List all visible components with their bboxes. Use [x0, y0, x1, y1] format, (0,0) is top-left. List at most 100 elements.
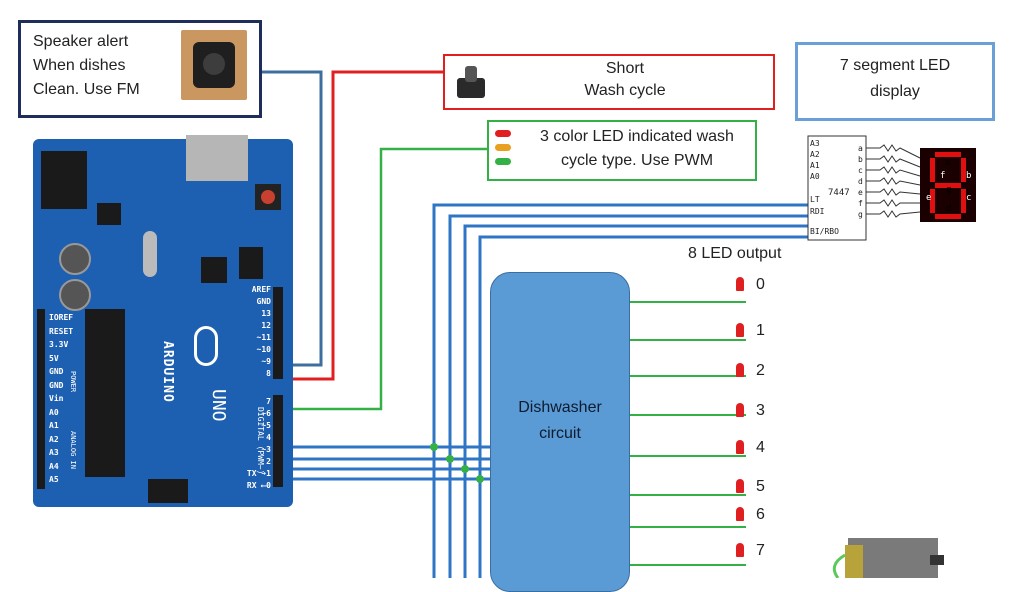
segment-letter: c	[966, 193, 971, 203]
pin-label: ~10	[256, 345, 271, 354]
push-button-icon	[453, 62, 489, 100]
led-output-title: 8 LED output	[688, 245, 782, 262]
right-header-bottom	[273, 395, 283, 487]
icsp-header-top	[239, 247, 263, 279]
decoder-wire-3	[463, 224, 808, 578]
pin-label: TX ➔1	[246, 469, 271, 478]
pin-label: 7	[266, 397, 271, 406]
dishwasher-text-1: Dishwasher	[518, 399, 602, 416]
chip-small	[201, 257, 227, 283]
pin-label: 12	[261, 321, 271, 330]
pin-label: 13	[261, 309, 271, 318]
decoder-output-label: f	[858, 199, 863, 208]
resistor-wire	[866, 210, 921, 218]
speaker-text-2: When dishes	[33, 57, 126, 74]
speaker-alert-box: Speaker alert When dishes Clean. Use FM	[18, 20, 262, 118]
red-led-icon	[495, 130, 511, 137]
right-header-top	[273, 287, 283, 379]
arduino-infinity-icon	[194, 326, 218, 366]
led-label: 1	[756, 322, 765, 339]
decoder-input-label: A2	[810, 150, 820, 159]
rgb-text-2: cycle type. Use PWM	[560, 152, 714, 169]
rgb-led-box: 3 color LED indicated wash cycle type. U…	[487, 120, 757, 181]
red-led-icon	[736, 507, 744, 521]
power-jack	[41, 151, 87, 209]
dishwasher-circuit-block: Dishwasher circuit	[490, 272, 630, 592]
decoder-input-label: A0	[810, 172, 820, 181]
seg-text-2: display	[870, 83, 920, 100]
button-wire	[293, 70, 443, 381]
decoder-input-label: A3	[810, 139, 820, 148]
pin-label: Vin	[49, 394, 64, 403]
resistor-wire	[866, 166, 921, 177]
red-led-icon	[736, 363, 744, 377]
capacitor	[59, 243, 91, 275]
segment-letter: b	[966, 171, 971, 181]
pin-label: A2	[49, 434, 59, 444]
pin-label: 8	[266, 369, 271, 378]
usb-port	[186, 135, 248, 181]
decoder-output-label: a	[858, 144, 863, 153]
pin-label: A1	[49, 421, 59, 430]
pin-label: A0	[49, 407, 59, 417]
decoder-output-label: d	[858, 177, 863, 186]
arduino-board: ARDUINO UNO DIGITAL (PWM~) POWER ANALOG …	[33, 135, 293, 507]
pin-label: RESET	[49, 326, 74, 336]
decoder-output-label: e	[858, 188, 863, 197]
pin-label: AREF	[251, 285, 271, 294]
pin-label: ~5	[261, 421, 271, 430]
motor-image	[832, 538, 944, 578]
pin-label: 5V	[49, 353, 59, 363]
pin-label: ~11	[256, 333, 271, 342]
decoder-wire-1	[432, 203, 808, 578]
resistor-wire	[866, 155, 921, 168]
rgb-led-wire	[293, 147, 487, 411]
uno-text: UNO	[208, 389, 229, 422]
yellow-led-icon	[495, 144, 511, 151]
pin-label: GND	[256, 297, 271, 306]
segment-letter: f	[940, 171, 945, 181]
decoder-input-label: BI/RBO	[810, 227, 839, 236]
decoder-wire-4	[478, 235, 808, 578]
rgb-text-1: 3 color LED indicated wash	[540, 128, 734, 145]
segment-letter: d	[946, 204, 951, 214]
led-output-lines	[630, 301, 746, 566]
arduino-logo-text: ARDUINO	[160, 341, 175, 403]
pin-label: RX ⟵0	[246, 481, 271, 490]
speaker-icon	[181, 30, 247, 100]
decoder-output-label: b	[858, 155, 863, 164]
pin-label: 2	[266, 457, 271, 466]
regulator	[97, 203, 121, 225]
resistor-wire	[866, 199, 920, 207]
red-led-icon	[736, 479, 744, 493]
speaker-text-1: Speaker alert	[33, 33, 129, 50]
decoder-input-label: A1	[810, 161, 820, 170]
dishwasher-text-2: circuit	[539, 425, 581, 442]
pin-label: A5	[49, 475, 59, 484]
red-led-icon	[736, 323, 744, 337]
led-label: 2	[756, 362, 765, 379]
led-label: 0	[756, 276, 765, 293]
decoder-chip-label: 7447	[828, 188, 850, 198]
junction-dot	[430, 443, 438, 451]
pin-label: IOREF	[49, 313, 74, 322]
led-label: 4	[756, 439, 765, 456]
led-label: 5	[756, 478, 765, 495]
decoder-input-label: RDI	[810, 207, 825, 216]
red-led-icon	[736, 543, 744, 557]
green-led-icon	[495, 158, 511, 165]
analog-label: ANALOG IN	[69, 431, 77, 469]
pin-label: ~9	[261, 357, 271, 366]
junction-dot	[461, 465, 469, 473]
icsp-header	[148, 479, 188, 503]
pin-label: ~3	[261, 445, 271, 454]
red-led-icon	[736, 277, 744, 291]
decoder-output-label: c	[858, 166, 863, 175]
led-label: 7	[756, 542, 765, 559]
pin-label: GND	[49, 380, 64, 390]
crystal	[143, 231, 157, 277]
